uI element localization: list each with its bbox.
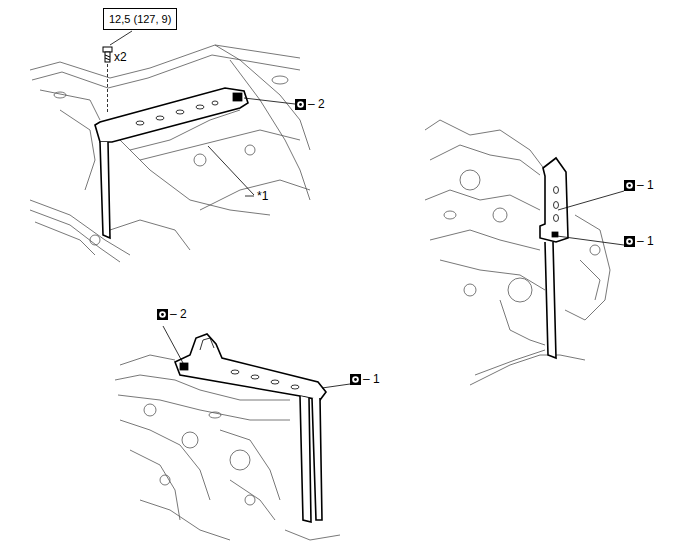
body-structure: [30, 45, 310, 262]
torque-value: 12,5 (127, 9): [109, 12, 171, 26]
callout-number: – 1: [636, 234, 655, 248]
callout-number: *1: [256, 189, 269, 203]
body-structure: [425, 120, 610, 385]
cross-member: [95, 88, 248, 238]
callout-number: – 2: [169, 307, 188, 321]
quantity-text: x2: [113, 50, 128, 64]
callout-number: – 2: [307, 97, 326, 111]
callout-number: – 1: [362, 372, 381, 386]
callout-number: – 1: [636, 178, 655, 192]
bracket: [540, 158, 568, 358]
bolt: [103, 47, 112, 62]
cross-member: [175, 334, 326, 522]
torque-box: 12,5 (127, 9): [103, 8, 177, 30]
